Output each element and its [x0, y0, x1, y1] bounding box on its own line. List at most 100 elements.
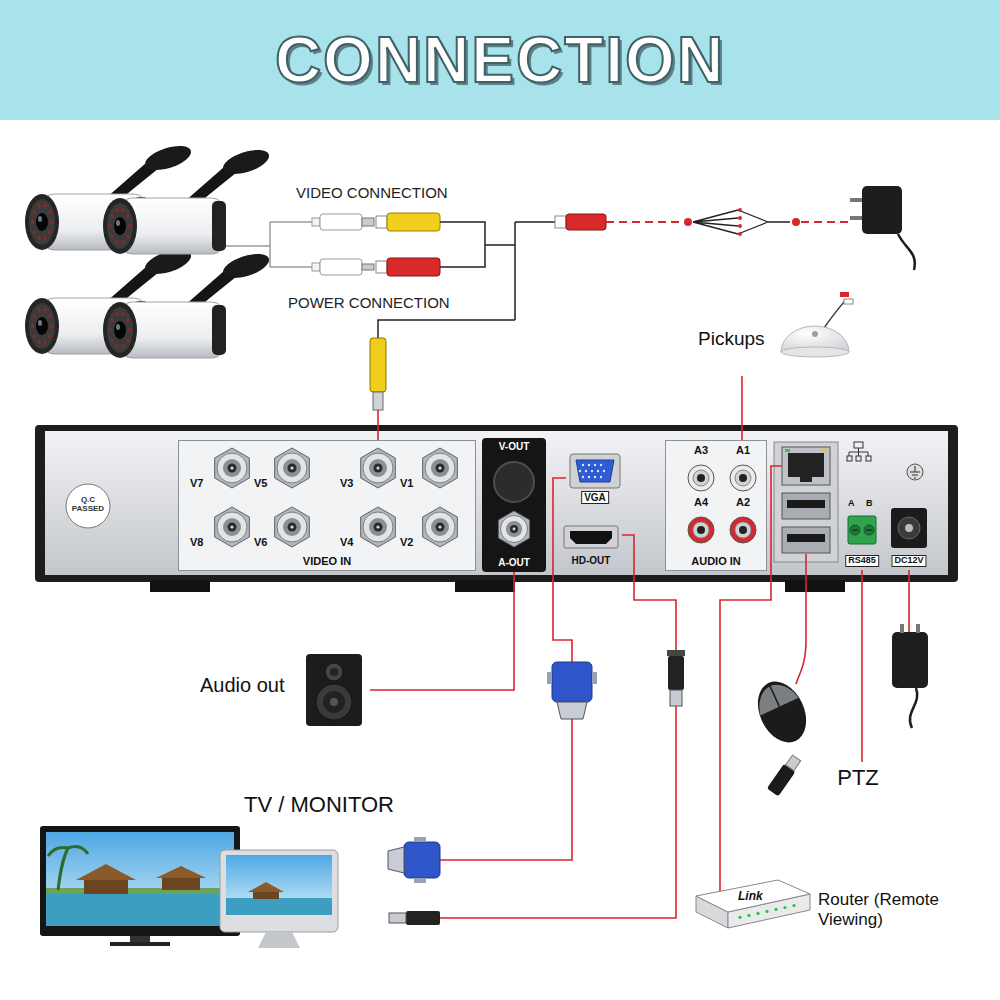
bnc-pin — [230, 466, 233, 469]
bnc-nut — [423, 507, 458, 547]
rca-audio-input: A3 — [684, 444, 718, 494]
power-splitter — [738, 216, 742, 220]
video-plug — [312, 213, 440, 231]
rca-audio-input: A1 — [726, 444, 760, 494]
bnc-pin — [290, 525, 293, 528]
bnc-video-input: V6 — [252, 505, 314, 550]
network-usb-ports — [782, 493, 830, 519]
bnc-shell — [425, 453, 455, 483]
tv-monitor: TV / MONITOR — [38, 788, 440, 952]
dvr-body — [150, 580, 210, 592]
bnc-nut — [275, 507, 310, 547]
power-splitter — [738, 208, 742, 212]
dc-jack-body — [891, 508, 927, 548]
bnc-pin — [290, 466, 293, 469]
network-usb-ports — [800, 477, 812, 482]
node-label: V8 — [190, 536, 203, 549]
usb-mouse — [749, 674, 816, 751]
signal-wire — [741, 376, 743, 444]
screw-slot — [866, 529, 872, 530]
mic-capsule — [812, 331, 818, 337]
network-usb-ports — [787, 500, 825, 508]
bnc-shell — [425, 512, 455, 542]
rca-shell — [693, 470, 709, 486]
microphone-pickup: Pickups — [696, 290, 856, 376]
monitor-hut-roof — [248, 882, 284, 892]
mic-base — [781, 347, 849, 357]
vga-pin — [594, 476, 596, 478]
bnc-insulator — [506, 521, 522, 537]
vga-plug — [404, 842, 440, 878]
node-label: VIDEO IN — [303, 555, 351, 568]
dvr-body — [455, 580, 515, 592]
bnc-shell — [277, 512, 307, 542]
hdmi-plug — [389, 911, 440, 925]
dc-power-wire — [892, 570, 928, 728]
vga-pin — [600, 464, 602, 466]
node-label: RS485 — [845, 555, 879, 567]
power-splitter — [792, 218, 800, 226]
monitor-hut — [253, 892, 279, 899]
bnc-video-input: V1 — [398, 446, 462, 491]
vga-pin — [582, 464, 584, 466]
bnc-pin — [438, 466, 441, 469]
monitor-sea — [226, 898, 332, 915]
router-led — [792, 904, 795, 907]
router-led — [756, 912, 759, 915]
bnc-video-input: V4 — [338, 505, 398, 550]
power-splitter — [738, 232, 742, 236]
hdmi-plug — [389, 913, 406, 923]
node-label: A1 — [736, 444, 750, 457]
bnc-insulator — [223, 518, 241, 536]
dc-power-wire — [910, 688, 917, 728]
node-label: PTZ — [837, 765, 879, 790]
ground-symbol — [910, 466, 920, 478]
bnc-socket — [288, 523, 297, 532]
tv-hut-roof — [156, 866, 206, 878]
network-symbol — [854, 442, 863, 448]
tv-stand-base — [110, 942, 170, 946]
video-plug — [362, 218, 374, 226]
power-plug — [376, 261, 387, 273]
rca-socket — [697, 474, 705, 482]
bnc-socket — [510, 525, 518, 533]
tv-palm — [48, 846, 88, 890]
power-splitter — [566, 214, 606, 230]
vga-plug — [388, 847, 404, 873]
rca-socket — [739, 526, 747, 534]
title-band — [0, 0, 1000, 120]
bnc-socket — [374, 464, 383, 473]
cctv-camera — [103, 145, 272, 254]
bnc-insulator — [369, 459, 387, 477]
yellow-video-plug — [370, 338, 386, 450]
bnc-video-input: V3 — [338, 446, 398, 491]
annotation-label: POWER CONNECTION — [288, 294, 450, 311]
power-plug — [320, 259, 362, 275]
monitor-stand — [258, 932, 300, 948]
ground-symbol — [907, 464, 923, 480]
node-label: V2 — [400, 536, 413, 549]
rca-ring — [688, 465, 714, 491]
bnc-pin — [230, 525, 233, 528]
hdmi-plug — [667, 650, 685, 656]
vga-pin — [588, 464, 590, 466]
annotation-label: A — [848, 498, 855, 508]
node-sublabel: A-OUT — [498, 557, 530, 569]
hdmi-port: HD-OUT — [560, 524, 622, 570]
usb-mouse — [768, 683, 779, 707]
tv-screen — [46, 832, 234, 926]
bnc-insulator — [283, 459, 301, 477]
vga-plug — [547, 672, 552, 684]
vga-pin — [591, 470, 593, 472]
video-plug — [376, 216, 387, 228]
bnc-video-input: V2 — [398, 505, 462, 550]
tv-hut — [84, 880, 128, 894]
vga-pin — [588, 476, 590, 478]
rs485-terminal: RS485 — [842, 510, 882, 570]
node-label: Pickups — [698, 328, 765, 350]
rca-ring — [730, 465, 756, 491]
speaker-cabinet — [306, 654, 362, 726]
video-out-cover — [494, 462, 534, 502]
annotation-label: Q.C PASSED — [70, 495, 106, 513]
camera-wire — [378, 222, 555, 338]
